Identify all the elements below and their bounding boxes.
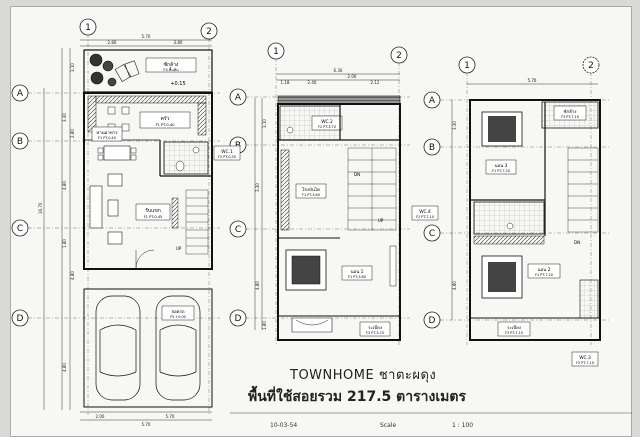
room-sublabel: F2 PT-7.10	[576, 361, 594, 365]
dim-side: 3.30	[255, 183, 260, 192]
dim-side: 4.80	[255, 281, 260, 290]
grid-label-2: 2	[206, 27, 212, 37]
room-sublabel: F2 PT-0.30	[218, 155, 236, 159]
dim-side: 16.70	[38, 202, 43, 214]
dim-side: 1.80	[262, 321, 267, 330]
level-mark: +0.15	[170, 81, 185, 87]
project-title: TOWNHOME ชาตะผดุง	[290, 368, 437, 383]
stair-direction: UP	[176, 246, 182, 251]
scale-value: 1 : 100	[452, 422, 473, 429]
stair-direction: DN	[354, 172, 360, 177]
grid-bubble-labels: A B C D A B C D A B C D 1 2 1 2 1 2	[17, 23, 594, 326]
dim-top: 5.70	[142, 34, 151, 39]
room-label: WC.3	[579, 355, 591, 361]
dim-top: 1.18	[281, 80, 290, 85]
grid-label-d: D	[429, 316, 436, 326]
room-label: ระเบียง	[368, 325, 382, 331]
dim-side: 1.80	[62, 239, 67, 248]
grid-label-1: 1	[273, 47, 279, 57]
room-sublabel: F1 PT-7.20	[492, 169, 510, 173]
grid-label-a: A	[429, 96, 436, 106]
dim-side: 2.80	[70, 129, 75, 138]
grid-label-b: B	[17, 137, 23, 147]
drawing-date: 10-03-54	[270, 422, 297, 429]
room-label: WC.1	[221, 149, 233, 155]
grid-label-1: 1	[85, 23, 91, 33]
dim-side: 4.80	[62, 363, 67, 372]
dim-side: 3.10	[70, 63, 75, 72]
dim-top: 6.30	[334, 68, 343, 73]
grid-label-c: C	[17, 224, 23, 234]
room-label: ซักล้าง	[164, 61, 179, 68]
grid-label-2: 2	[396, 51, 402, 61]
grid-label-a: A	[17, 89, 24, 99]
grid-label-d: D	[17, 314, 24, 324]
room-label: นอน 1	[351, 269, 364, 275]
room-sublabel: F1 PT-3.80	[348, 275, 366, 279]
room-sublabel: F1 PT-0.40	[156, 123, 176, 127]
dim-top: 3.80	[174, 40, 183, 45]
dim-side: 4.80	[452, 281, 457, 290]
dim-top: 2.80	[108, 40, 117, 45]
room-sublabel: F3 PT-7.10	[505, 331, 523, 335]
room-label: ครัว	[161, 116, 170, 122]
grid-label-2: 2	[588, 61, 594, 71]
room-label: ซักล้าง	[564, 109, 577, 115]
grid-label-1: 1	[464, 61, 470, 71]
tree-symbols	[89, 53, 117, 87]
room-sublabel: F5 +0.00	[170, 315, 186, 319]
scale-label: Scale	[380, 422, 396, 429]
room-sublabel: F1 PT-7.20	[535, 273, 553, 277]
dim-side: 3.10	[262, 119, 267, 128]
room-label: นอน 2	[538, 267, 551, 273]
room-label: รับแขก	[145, 208, 161, 214]
grid-label-c: C	[235, 225, 241, 235]
room-sublabel: F3 PT-3.70	[366, 331, 384, 335]
area-title: พื้นที่ใช้สอยรวม 217.5 ตารางเมตร	[248, 389, 466, 405]
dim-top: 2.12	[371, 80, 380, 85]
room-sublabel: F2 PT-3.70	[318, 125, 336, 129]
dim-top: 2.00	[348, 74, 357, 79]
grid-label-c: C	[429, 229, 435, 239]
dim-bottom: 5.70	[166, 414, 175, 419]
grid-label-a: A	[235, 93, 242, 103]
room-sublabel: F1 PT-0.40	[98, 136, 116, 140]
room-sublabel: F1 PT-3.80	[302, 193, 320, 197]
car-symbol	[95, 295, 201, 401]
dim-side: 3.30	[62, 113, 67, 122]
room-label: นอน 3	[495, 163, 508, 169]
second-floor-plan: 6.30 1.18 2.40 2.00 2.12 3.10 3.30 4.80 …	[254, 68, 401, 341]
room-label: จอดรถ	[171, 309, 184, 315]
room-label: WC.4	[419, 209, 431, 215]
dim-bottom: 2.00	[96, 414, 105, 419]
room-sublabel: F2 PT-7.10	[416, 215, 434, 219]
grid-bubbles	[11, 18, 600, 329]
dim-side: 3.30	[452, 121, 457, 130]
title-block: 10-03-54 Scale 1 : 100	[230, 412, 632, 429]
room-sublabel: F1 PT-0.45	[144, 215, 163, 219]
dim-top: 2.40	[308, 80, 317, 85]
grid-label-d: D	[235, 314, 242, 324]
dim-top: 5.70	[528, 78, 537, 83]
ground-floor-plan: 5.70 2.80 3.80 2.00 5.70 5.70 3.10 3.30 …	[38, 34, 241, 427]
third-floor-plan: 5.70 3.30 4.80 ซักล้าง F3 PT-7.10 นอน 3 …	[411, 78, 601, 367]
room-label: ทานอาหาร	[96, 130, 118, 136]
dim-bottom: 5.70	[142, 422, 151, 427]
dim-side: 4.80	[62, 181, 67, 190]
room-label: WC.2	[321, 119, 333, 125]
dim-side: 4.80	[70, 271, 75, 280]
room-label: ระเบียง	[507, 325, 521, 331]
room-sublabel: F3 PT-7.10	[561, 115, 579, 119]
stair-direction: DN	[574, 240, 580, 245]
grid-label-b: B	[429, 143, 435, 153]
room-sublabel: F4 พื้นหิน	[163, 67, 179, 72]
room-label: โถงบันได	[302, 186, 320, 193]
stair-direction: UP	[378, 218, 384, 223]
